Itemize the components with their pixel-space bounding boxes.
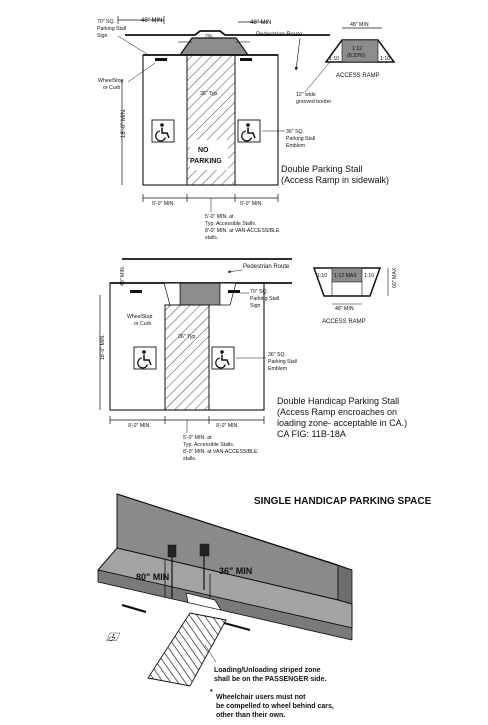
- ramp-border-note: 12" wide grooved border: [296, 92, 331, 105]
- sign-label-1: 70" SQ. Parking Stall Sign: [97, 19, 128, 39]
- emblem-label-1: 36" SQ. Parking Stall Emblem: [286, 129, 317, 149]
- dim-9-left-2: 9'-0" MIN.: [128, 423, 151, 429]
- wheelstop-left: [155, 58, 167, 61]
- wheelstop-right: [240, 58, 252, 61]
- isa-emblem-left-1: [151, 119, 175, 143]
- caption-2: Double Handicap Parking Stall (Access Ra…: [277, 396, 410, 439]
- access-ramp-detail-1: 48" MIN 1:12 (8.33%) 1:10 1:10 ACCESS RA…: [296, 22, 396, 105]
- ramp2-ratio: 1:12 MAX: [334, 273, 357, 279]
- sidewalk-profile: [125, 30, 330, 36]
- dim-36-typ-2: 36" Typ.: [178, 334, 197, 340]
- dim-18-min-1: 18'-0" MIN.: [121, 108, 127, 138]
- ramp2-side-right: 1:10: [364, 273, 374, 279]
- ramp-title-1: ACCESS RAMP: [336, 73, 380, 79]
- diagram-double-handicap-stall: Pedestrian Route 48" MIN. 70" SQ. Parkin…: [99, 258, 410, 462]
- note-wheelchair: Wheelchair users must not be compelled t…: [216, 694, 336, 719]
- isa-emblem-right-2: [211, 346, 235, 370]
- sidewalk-ramp-2: [179, 282, 221, 306]
- ramp2-right-dim: 60" MAX: [392, 267, 398, 288]
- diagram3-title: SINGLE HANDICAP PARKING SPACE: [254, 496, 432, 507]
- dim-48-right-label: 48" MIN: [250, 20, 271, 26]
- ramp2-title: ACCESS RAMP: [322, 319, 366, 325]
- caption-1: Double Parking Stall (Access Ramp in sid…: [281, 164, 389, 185]
- dim-80-min: 80" MIN: [136, 572, 169, 582]
- sidewalk-curb: [97, 547, 353, 629]
- pedestrian-route-2: Pedestrian Route: [243, 264, 290, 270]
- sidewalk-ramp: [178, 37, 250, 56]
- dim-9-left-1: 9'-0" MIN.: [152, 201, 175, 207]
- dim-36-typ-1: 36" Typ.: [200, 91, 219, 97]
- dim-48-left-label: 48" MIN: [141, 18, 162, 24]
- wheelstop-label-2: WheelStop or Curb: [127, 314, 154, 327]
- aisle-note-1: 5'-0" MIN. at Typ. Accessible Stalls. 8'…: [205, 214, 281, 241]
- access-ramp-detail-2: 1:10 1:12 MAX 1:10 60" MAX 48" MIN ACCES…: [312, 267, 398, 325]
- dim-9-right-2: 9'-0" MIN.: [216, 423, 239, 429]
- wheelstop-left-2: [130, 290, 142, 293]
- ramp-side-left-1: 1:10: [329, 56, 339, 62]
- note-loading-zone: Loading/Unloading striped zone shall be …: [214, 667, 326, 683]
- sign-label-2: 70" SQ. Parking Stall Sign: [250, 289, 281, 309]
- wheelstop-right-2: [228, 290, 240, 293]
- ramp2-side-left: 1:10: [317, 273, 327, 279]
- ramp-percent-1: (8.33%): [347, 53, 365, 59]
- diagram-single-handicap-space: SINGLE HANDICAP PARKING SPACE 80" MIN 36…: [20, 493, 488, 725]
- dim-48-2: 48" MIN.: [120, 266, 126, 286]
- access-aisle-2: [164, 304, 210, 411]
- aisle-note-2: 5'-0" MIN. at Typ. Accessible Stalls. 8'…: [183, 435, 259, 462]
- ramp-ratio-1: 1:12: [352, 46, 362, 52]
- dim-18-min-2: 18'-0" MIN.: [100, 334, 106, 360]
- ramp-top-dim-1: 48" MIN: [350, 22, 369, 28]
- pedestrian-route-1: Pedestrian Route: [256, 32, 303, 38]
- isa-emblem-left-2: [133, 346, 157, 370]
- ramp-side-right-1: 1:10: [380, 56, 390, 62]
- slope-label: 2%: [205, 34, 213, 40]
- wall-sign-right: [199, 543, 210, 557]
- dim-36-min: 36" MIN: [219, 566, 252, 576]
- ramp2-bottom-dim: 48" MIN: [335, 306, 354, 312]
- emblem-label-2: 36" SQ. Parking Stall Emblem: [268, 352, 299, 372]
- no-parking-text: NO PARKING: [190, 147, 222, 165]
- svg-text:*: *: [210, 689, 213, 696]
- wall-sign-left: [167, 544, 177, 558]
- wheelstop-label-1: WheelStop or Curb: [98, 78, 125, 91]
- stall-stripe-2: [223, 621, 251, 632]
- isa-emblem-right-1: [237, 119, 261, 143]
- loading-zone-stripes: [147, 612, 227, 687]
- stall-stripe-1: [121, 603, 147, 614]
- diagram-double-parking-stall: 48" MIN 48" MIN 2% Pedestrian Route 70" …: [97, 16, 396, 241]
- dim-9-right-1: 9'-0" MIN.: [240, 201, 263, 207]
